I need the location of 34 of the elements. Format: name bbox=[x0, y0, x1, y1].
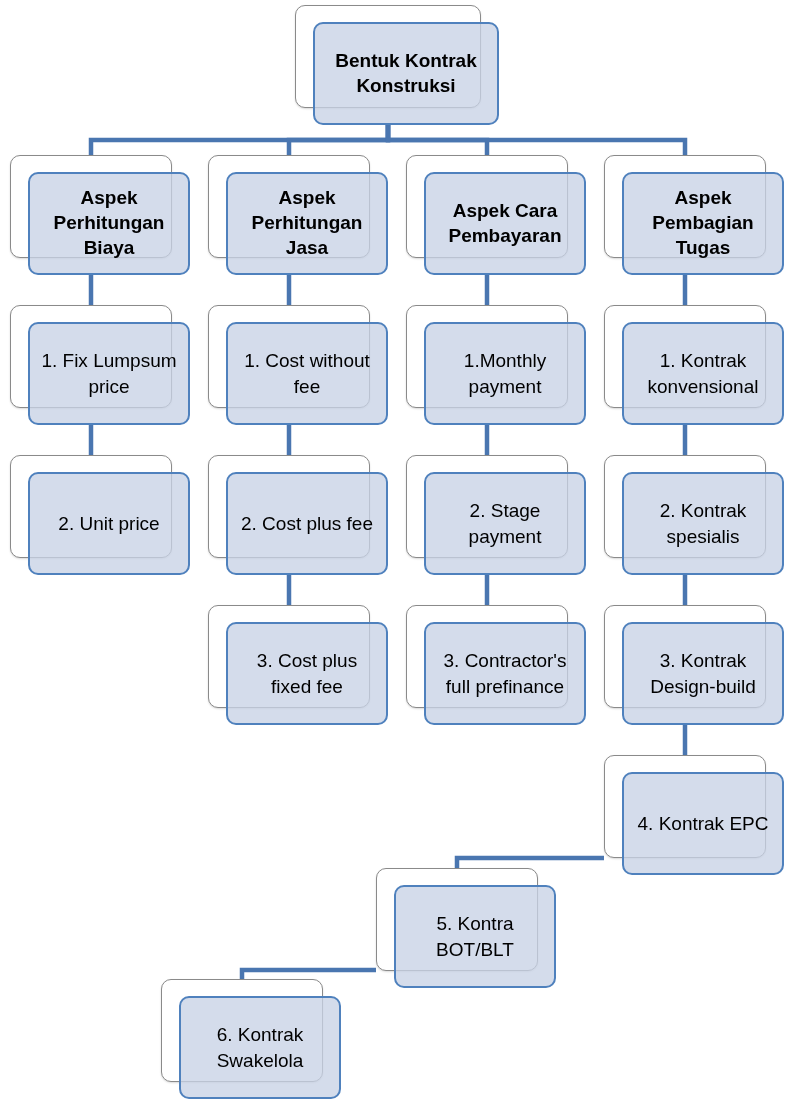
box-label: 2. Kontrak spesialis bbox=[658, 498, 748, 549]
box-label: 3. Kontrak Design-build bbox=[649, 648, 757, 699]
box-label: Aspek Pembagian Tugas bbox=[651, 186, 755, 260]
connector-line bbox=[484, 575, 490, 605]
box-label: Aspek Perhitungan Biaya bbox=[52, 186, 166, 260]
connector-line bbox=[385, 125, 688, 155]
connector-line bbox=[286, 425, 292, 455]
connector-line bbox=[682, 725, 688, 755]
connector-line bbox=[454, 855, 604, 868]
box-label: 4. Kontrak EPC bbox=[637, 811, 769, 836]
box-label: 2. Cost plus fee bbox=[241, 511, 373, 536]
box-label: 3. Contractor's full prefinance bbox=[442, 648, 568, 699]
connector-line bbox=[88, 425, 94, 455]
box-label: 2. Unit price bbox=[58, 511, 160, 536]
box-label: Aspek Perhitungan Jasa bbox=[250, 186, 364, 260]
connector-line bbox=[286, 275, 292, 305]
box-label: Aspek Cara Pembayaran bbox=[447, 198, 563, 248]
box-label: 1.Monthly payment bbox=[462, 348, 548, 399]
box-label: 2. Stage payment bbox=[467, 498, 543, 549]
box-label: 1. Fix Lumpsum price bbox=[40, 348, 178, 399]
connector-line bbox=[484, 275, 490, 305]
connector-line bbox=[484, 425, 490, 455]
box-label: 6. Kontrak Swakelola bbox=[215, 1022, 305, 1073]
connector-line bbox=[286, 575, 292, 605]
box-label: 1. Cost without fee bbox=[243, 348, 371, 399]
box-label: 3. Cost plus fixed fee bbox=[255, 648, 359, 699]
box-label: 5. Kontra BOT/BLT bbox=[435, 911, 515, 962]
connector-line bbox=[88, 275, 94, 305]
connector-line bbox=[682, 275, 688, 305]
connector-line bbox=[682, 425, 688, 455]
connector-line bbox=[682, 575, 688, 605]
box-label: 1. Kontrak konvensional bbox=[646, 348, 760, 399]
box-label: Bentuk Kontrak Konstruksi bbox=[334, 48, 478, 98]
connector-line bbox=[239, 967, 376, 979]
